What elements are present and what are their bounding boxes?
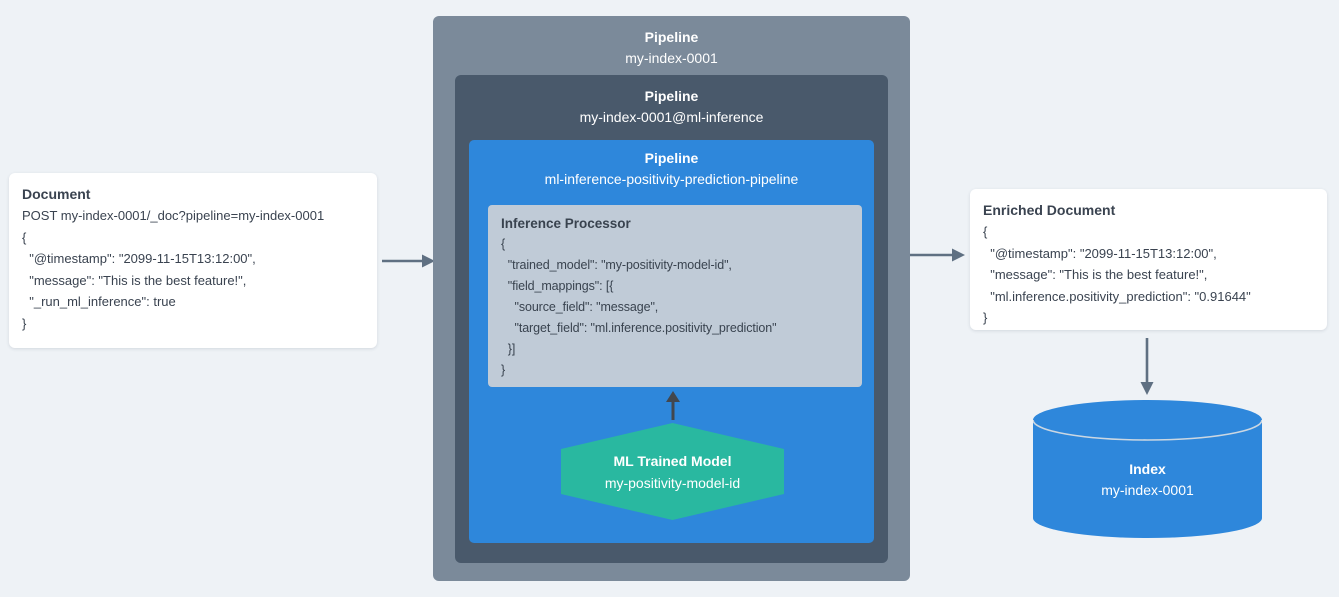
ml-trained-model-label: ML Trained Model my-positivity-model-id	[561, 423, 784, 520]
index-title: Index	[1129, 461, 1166, 477]
hexagon-shape-icon	[561, 423, 784, 520]
document-card: Document POST my-index-0001/_doc?pipelin…	[9, 173, 377, 348]
arrow-model-to-processor-icon	[666, 391, 680, 420]
enriched-document-title: Enriched Document	[983, 202, 1116, 218]
prediction-pipeline-box: Pipeline ml-inference-positivity-predict…	[469, 140, 874, 543]
ml-trained-model-title: ML Trained Model	[613, 452, 732, 469]
ml-trained-model-node: ML Trained Model my-positivity-model-id	[561, 423, 784, 520]
ml-trained-model-subtitle: my-positivity-model-id	[604, 474, 741, 491]
enriched-document-card: Enriched Document { "@timestamp": "2099-…	[970, 189, 1327, 330]
arrow-document-to-pipeline-icon	[382, 254, 435, 268]
ml-inference-pipeline-box: Pipeline my-index-0001@ml-inference Pipe…	[455, 75, 888, 563]
arrow-pipeline-to-enriched-icon	[910, 248, 965, 262]
enriched-document-json: { "@timestamp": "2099-11-15T13:12:00", "…	[983, 224, 1251, 325]
ml-inference-pipeline-title-label: Pipeline	[644, 88, 699, 104]
index-subtitle: my-index-0001	[1101, 482, 1194, 498]
inference-processor-title: Inference Processor	[501, 216, 631, 231]
inference-processor-json: { "trained_model": "my-positivity-model-…	[501, 237, 777, 377]
outer-pipeline-subtitle: my-index-0001	[625, 50, 718, 66]
prediction-pipeline-title: Pipeline ml-inference-positivity-predict…	[469, 140, 874, 190]
inference-processor-box: Inference Processor { "trained_model": "…	[488, 205, 862, 387]
document-card-title: Document	[22, 186, 91, 202]
outer-pipeline-box: Pipeline my-index-0001 Pipeline my-index…	[433, 16, 910, 581]
outer-pipeline-title: Pipeline my-index-0001	[433, 16, 910, 69]
index-label: Index my-index-0001	[1033, 400, 1262, 538]
ml-inference-pipeline-title: Pipeline my-index-0001@ml-inference	[455, 75, 888, 128]
index-store: Index my-index-0001	[1033, 400, 1262, 538]
prediction-pipeline-title-label: Pipeline	[644, 150, 699, 166]
database-cylinder-icon	[1033, 400, 1262, 538]
ml-inference-pipeline-subtitle: my-index-0001@ml-inference	[579, 109, 764, 125]
prediction-pipeline-subtitle: ml-inference-positivity-prediction-pipel…	[544, 171, 799, 187]
outer-pipeline-title-label: Pipeline	[644, 29, 699, 45]
document-card-json: POST my-index-0001/_doc?pipeline=my-inde…	[22, 208, 325, 331]
arrow-enriched-to-index-icon	[1140, 338, 1154, 395]
